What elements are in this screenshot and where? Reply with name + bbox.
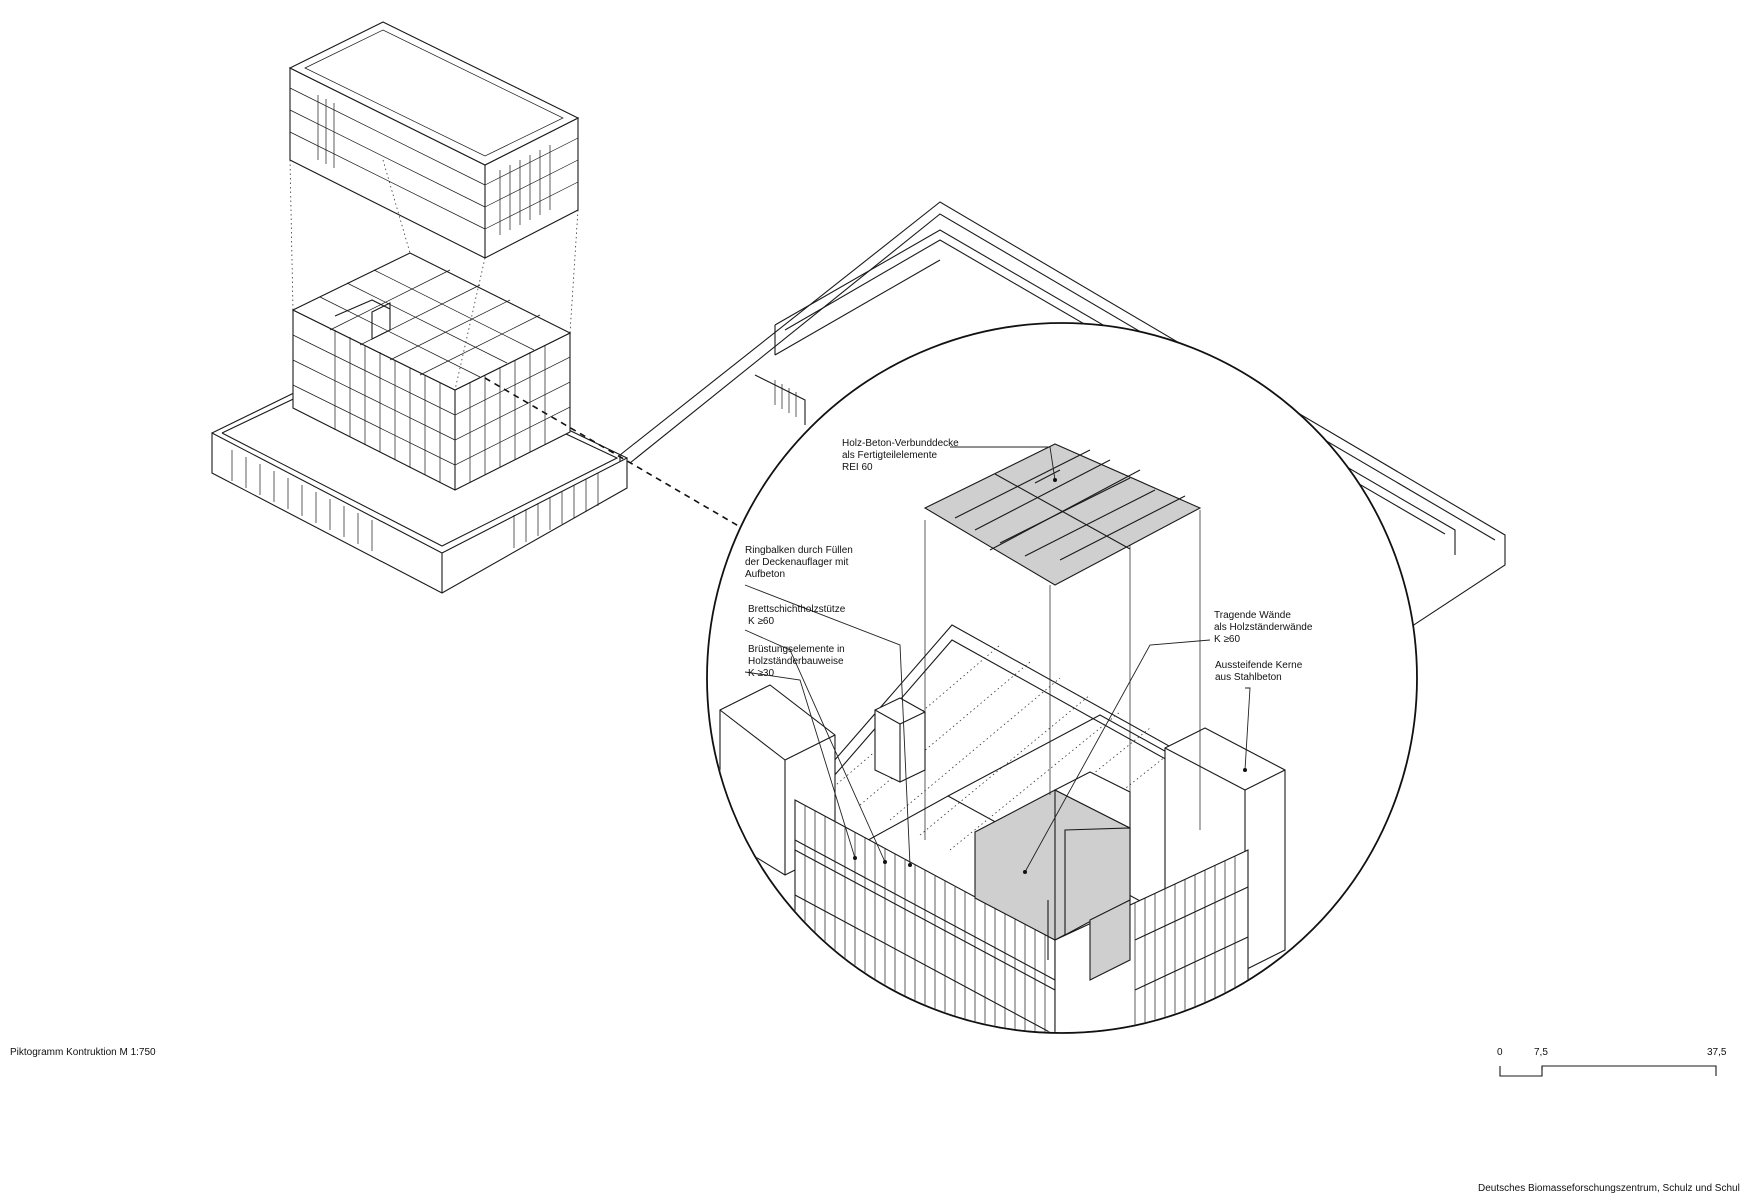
podium-windows	[231, 450, 599, 551]
lower-tower-structure	[291, 252, 572, 491]
upper-tower	[288, 21, 580, 259]
callout-cores: Aussteifende Kerne aus Stahlbeton	[1215, 660, 1305, 683]
drawing-caption: Piktogramm Kontruktion M 1:750	[10, 1047, 156, 1058]
zoom-connector	[484, 377, 743, 529]
right-facade	[1054, 849, 1249, 1032]
tower-grid	[292, 269, 571, 483]
wing-windows	[774, 380, 797, 417]
callout-leaders	[744, 446, 1251, 874]
scale-tick-label: 7,5	[1534, 1047, 1548, 1058]
callout-walls: Tragende Wände als Holzständerwände K ≥6…	[1214, 610, 1315, 645]
deck-slab	[923, 443, 1202, 586]
detail-view	[706, 322, 1418, 1034]
callout-column: Brettschichtholzstütze K ≥60	[748, 604, 848, 627]
scale-tick-label: 0	[1497, 1047, 1503, 1058]
callout-ring: Ringbalken durch Füllen der Deckenauflag…	[745, 545, 856, 580]
callout-deck: Holz-Beton-Verbunddecke als Fertigteilel…	[842, 438, 962, 473]
callouts: Holz-Beton-Verbunddecke als Fertigteilel…	[745, 438, 1315, 683]
scale-bar	[1499, 1065, 1717, 1077]
scale-tick-label: 37,5	[1707, 1047, 1727, 1058]
upper-tower-windows	[317, 95, 551, 235]
credit-line: Deutsches Biomasseforschungszentrum, Sch…	[1478, 1183, 1740, 1194]
callout-parapet: Brüstungselemente in Holzständerbauweise…	[748, 644, 848, 679]
facade-mullions	[794, 805, 1056, 1032]
explosion-guides	[289, 159, 579, 391]
